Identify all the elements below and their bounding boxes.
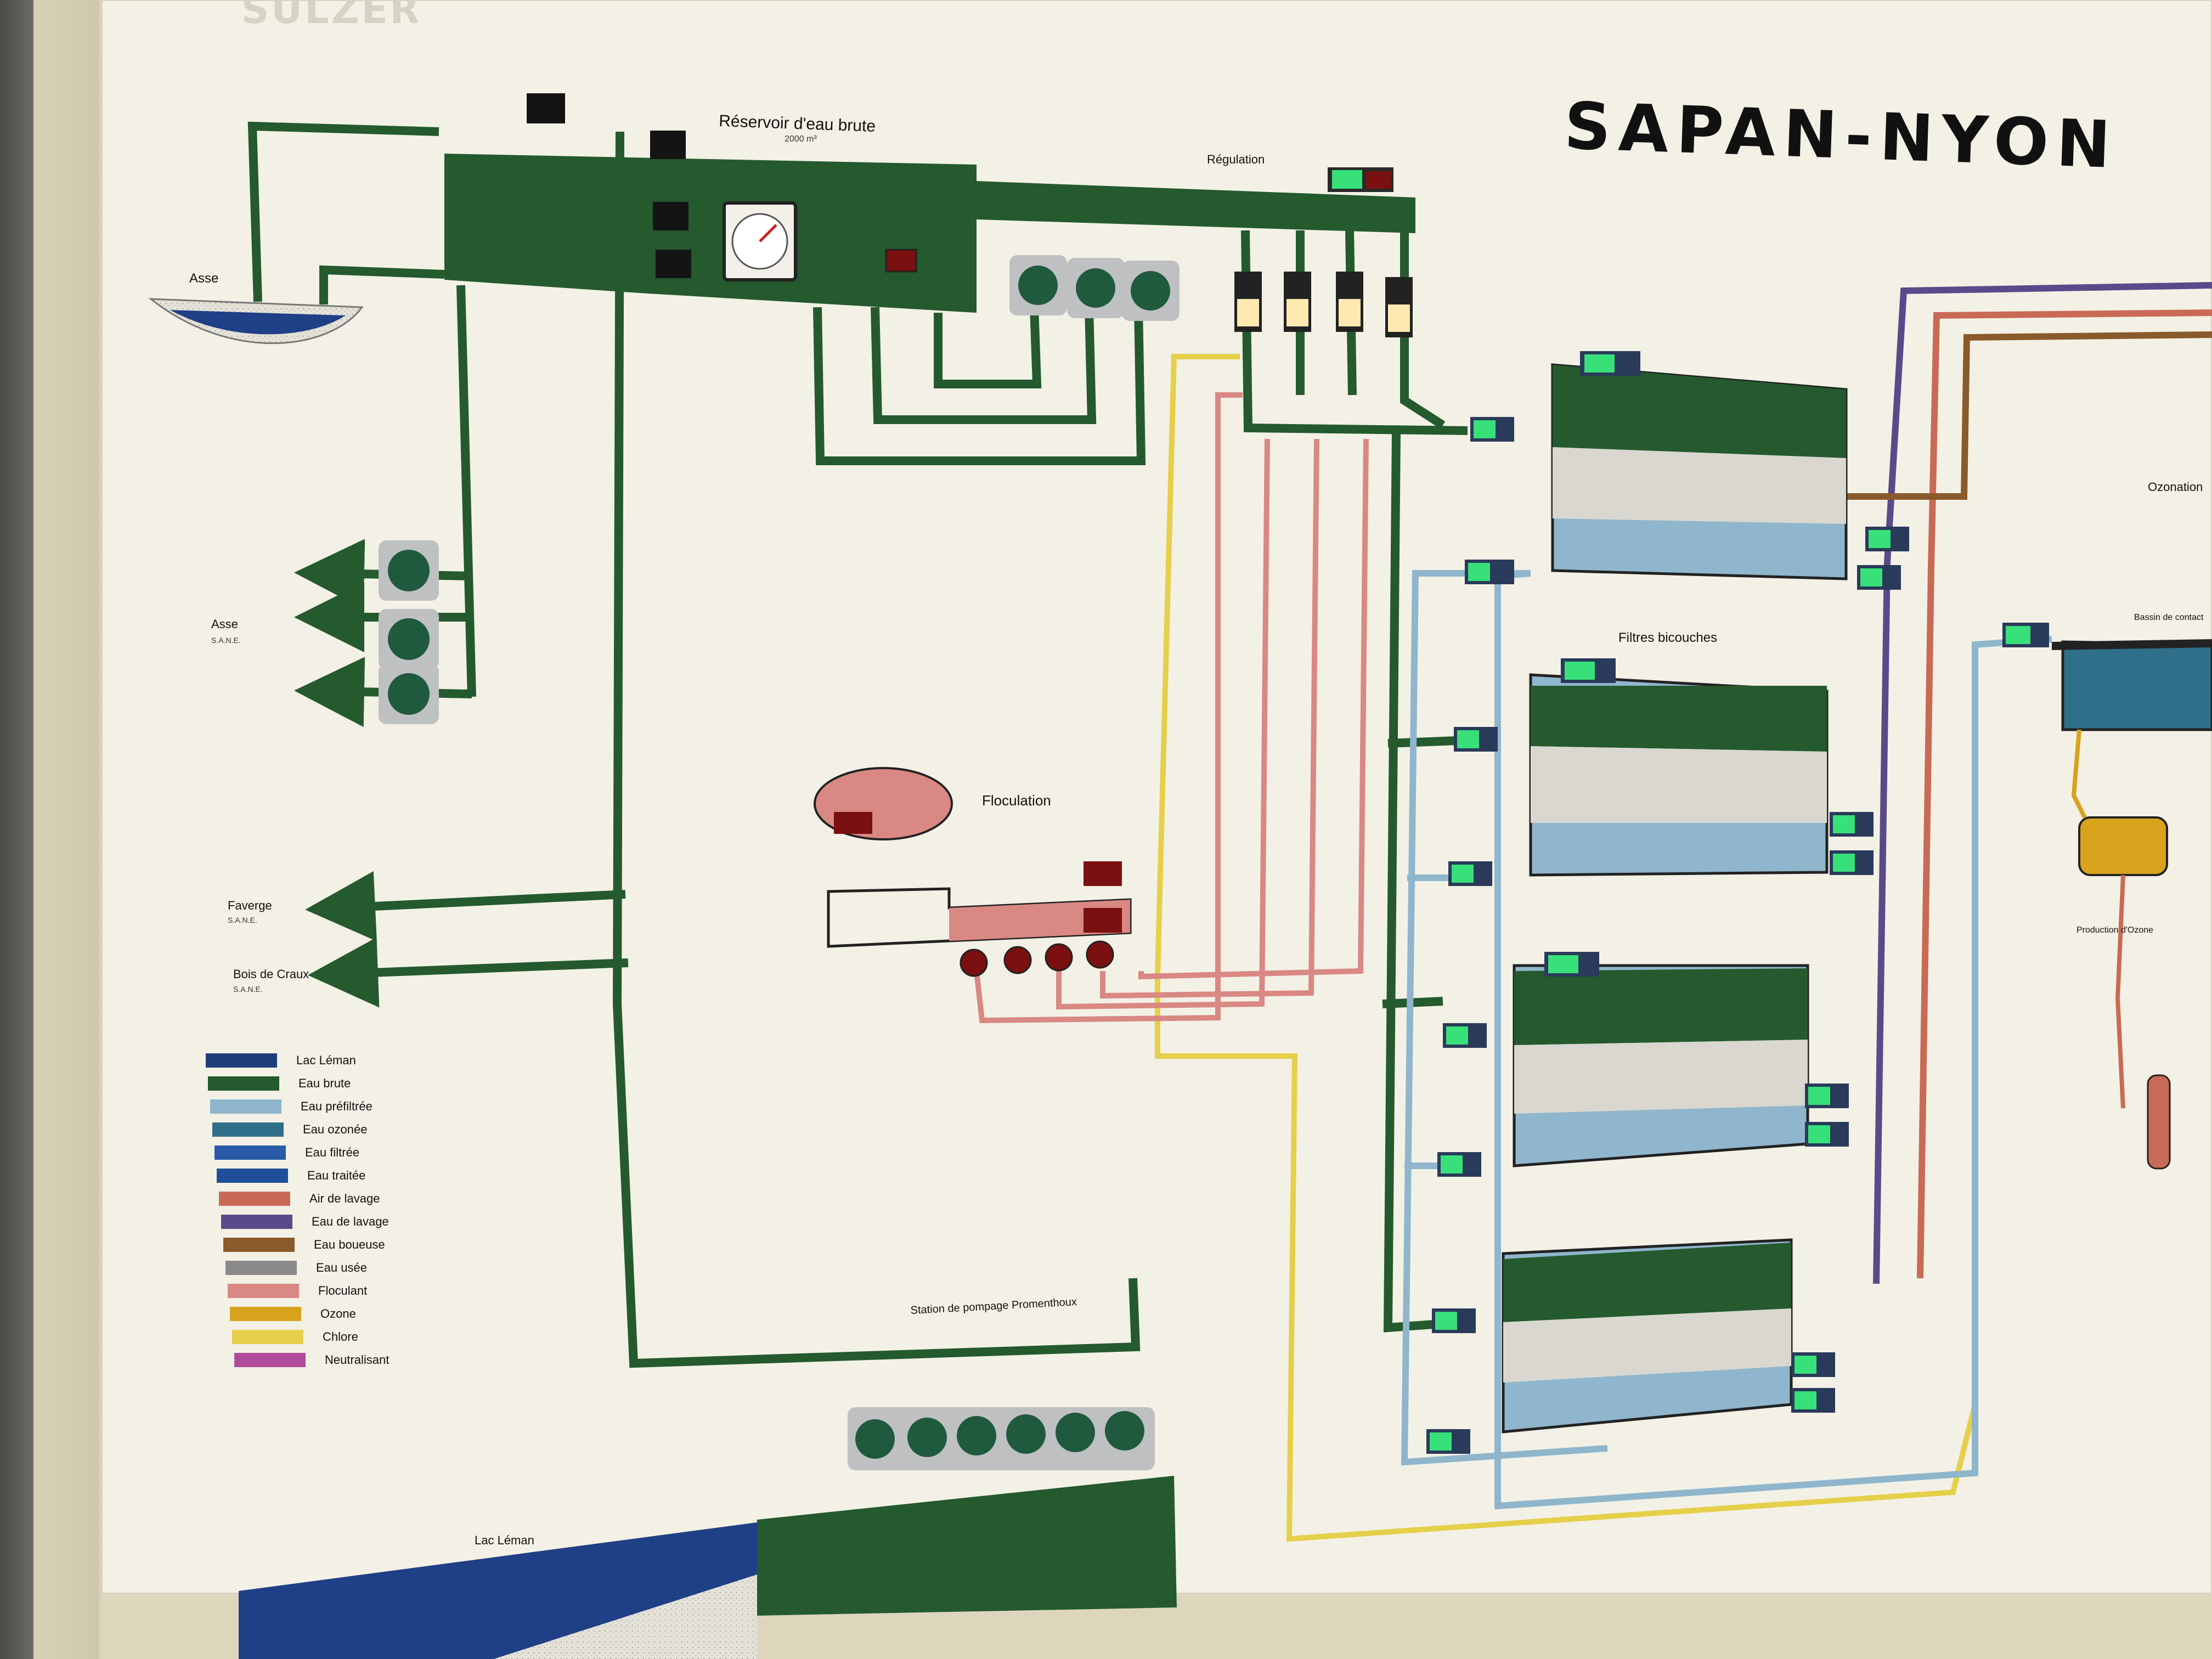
ozone-generator [2071,729,2171,1170]
legend-label: Neutralisant [325,1353,389,1367]
filters-label: Filtres bicouches [1618,630,1717,645]
regulation-alarm [1366,171,1391,189]
reservoir-capacity: 2000 m³ [785,134,817,144]
asse-top-label: Asse [189,271,218,286]
brand-logo: SULZER [241,0,421,32]
legend-swatch [215,1146,286,1160]
chlore-pipe [1155,354,1978,1542]
floculant-pipes [974,392,1369,1024]
faverge-label: Faverge [228,899,272,912]
filter-unit-4 [1502,1238,1793,1434]
legend-swatch [206,1053,277,1068]
legend-swatch [232,1330,303,1344]
legend-label: Air de lavage [309,1192,380,1205]
asse-out-label: Asse [211,617,238,631]
legend-label: Eau ozonée [303,1122,367,1136]
legend-swatch [219,1192,290,1206]
filter-indicators [1426,351,2049,1454]
legend-label: Eau brute [298,1076,351,1090]
asse-out-sub: S.A.N.E. [211,636,241,645]
production-ozone-label: Production d'Ozone [2076,926,2153,935]
legend-swatch [228,1284,299,1298]
reservoir-switch-top[interactable] [527,93,565,123]
legend-swatch [221,1215,292,1229]
regulation-pump-buttons [1009,255,1180,321]
backwash-pipes [1843,282,2212,1284]
legend-label: Ozone [320,1307,356,1321]
legend-swatch [210,1099,281,1114]
filter-unit-2 [1529,673,1829,877]
legend-label: Chlore [323,1330,358,1344]
legend-label: Eau de lavage [312,1215,389,1228]
legend-swatch [223,1238,295,1252]
reservoir-label: Réservoir d'eau brute [719,112,876,136]
pumping-station [239,1407,1177,1659]
lac-label: Lac Léman [475,1533,534,1547]
contact-basin [2052,639,2212,731]
reservoir-switch-1[interactable] [650,131,686,159]
faverge-sub: S.A.N.E. [228,916,257,924]
raw-water-reservoir [444,154,1415,313]
panel-title: SAPAN-NYON [1563,88,2119,183]
filter-unit-1 [1551,363,1848,580]
reservoir-switch-2[interactable] [653,202,689,230]
reservoir-switch-3[interactable] [656,250,691,278]
legend-label: Lac Léman [296,1053,356,1067]
ozonation-label: Ozonation [2148,480,2203,494]
legend-swatch [225,1261,297,1275]
legend-label: Eau préfiltrée [301,1099,373,1113]
legend-swatch [217,1169,288,1183]
legend-label: Eau filtrée [305,1146,359,1159]
filter-unit-3 [1513,964,1809,1167]
legend-label: Eau traitée [307,1169,365,1182]
floculation-unit [814,767,1132,977]
contact-basin-label: Bassin de contact [2134,613,2204,622]
bois-sub: S.A.N.E. [233,985,263,994]
legend-swatch [208,1076,279,1091]
legend-label: Eau usée [316,1261,367,1274]
legend-swatch [230,1307,301,1321]
regulation-label: Régulation [1207,153,1265,166]
station-label: Station de pompage Promenthoux [910,1296,1077,1317]
regulation-lamps [1234,272,1413,337]
legend-swatch [212,1122,284,1137]
legend-label: Floculant [318,1284,367,1297]
legend-label: Eau boueuse [314,1238,385,1251]
floculation-label: Floculation [982,792,1051,809]
regulation-indicator-lamp [1332,170,1362,189]
legend-swatch [234,1353,306,1367]
bois-label: Bois de Craux [233,967,309,981]
asse-pump-buttons [379,540,439,724]
reservoir-alarm-light [885,249,917,273]
